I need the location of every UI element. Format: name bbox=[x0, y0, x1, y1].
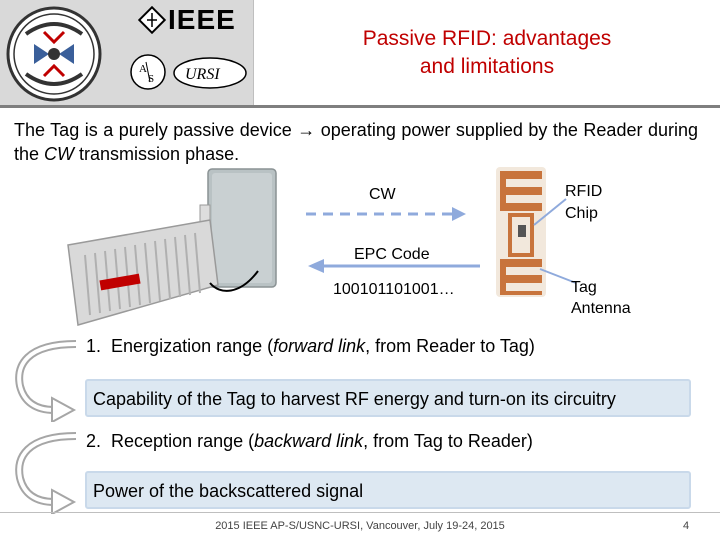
ieee-diamond-icon bbox=[138, 6, 166, 34]
title-box: Passive RFID: advantages and limitations bbox=[254, 0, 720, 105]
rfid-diagram: CW RFID Chip EPC Code 100101101001… Tag … bbox=[0, 165, 720, 340]
ieee-logo-text: IEEE bbox=[168, 4, 236, 35]
rfid-reader-illustration bbox=[67, 168, 277, 326]
rfid-chip-label-1: RFID bbox=[565, 183, 603, 200]
item-1-emphasis: forward link bbox=[273, 336, 366, 356]
svg-text:A: A bbox=[139, 63, 147, 75]
intro-text-3: transmission phase. bbox=[74, 144, 240, 164]
footer-divider bbox=[0, 512, 720, 513]
curved-arrow-icon bbox=[15, 432, 77, 514]
slide-title: Passive RFID: advantages and limitations bbox=[327, 25, 647, 80]
tag-antenna-label-2: Antenna bbox=[571, 300, 631, 317]
intro-cw: CW bbox=[44, 144, 75, 164]
list-item-2: 2. Reception range (backward link, from … bbox=[86, 431, 533, 452]
header-divider bbox=[0, 105, 720, 108]
item-2-text-b: , from Tag to Reader) bbox=[363, 431, 533, 451]
list-item-1: 1. Energization range (forward link, fro… bbox=[86, 336, 535, 357]
intro-paragraph: The Tag is a purely passive device → ope… bbox=[14, 118, 698, 166]
slide-header: IEEE A S URSI Passive RFID: advantages a… bbox=[0, 0, 720, 108]
item-1-text-b: , from Reader to Tag) bbox=[365, 336, 535, 356]
item-2-emphasis: backward link bbox=[254, 431, 364, 451]
ursi-logo-icon: URSI bbox=[173, 57, 247, 89]
svg-text:URSI: URSI bbox=[185, 66, 220, 83]
bitstream-label: 100101101001… bbox=[333, 281, 455, 298]
intro-text-1: The Tag is a purely passive device bbox=[14, 120, 298, 140]
right-arrow-icon: → bbox=[297, 120, 316, 140]
cw-label: CW bbox=[369, 186, 396, 203]
title-line-2: and limitations bbox=[419, 54, 555, 78]
page-number: 4 bbox=[683, 520, 690, 532]
signal-arrows bbox=[306, 198, 577, 284]
item-2-number: 2. bbox=[86, 431, 102, 451]
tag-antenna-label-1: Tag bbox=[571, 279, 597, 296]
aps-emblem-icon bbox=[6, 6, 102, 102]
item-2-text-a: Reception range ( bbox=[111, 431, 255, 451]
box-backscatter: Power of the backscattered signal bbox=[85, 471, 691, 509]
title-line-1: Passive RFID: advantages bbox=[362, 27, 612, 51]
curved-arrow-icon bbox=[15, 340, 77, 422]
logo-panel: IEEE A S URSI bbox=[0, 0, 254, 107]
box-energization: Capability of the Tag to harvest RF ener… bbox=[85, 379, 691, 417]
aps-small-logo-icon: A S bbox=[130, 54, 166, 90]
rfid-chip-label-2: Chip bbox=[565, 205, 598, 222]
intro-text-2: operating power supplied by the Reader d… bbox=[14, 120, 698, 164]
item-1-text-a: Energization range ( bbox=[111, 336, 274, 356]
svg-text:S: S bbox=[148, 73, 154, 85]
rfid-tag-illustration bbox=[496, 167, 546, 297]
epc-code-label: EPC Code bbox=[354, 246, 430, 263]
item-1-number: 1. bbox=[86, 336, 102, 356]
footer-text: 2015 IEEE AP-S/USNC-URSI, Vancouver, Jul… bbox=[215, 520, 505, 532]
